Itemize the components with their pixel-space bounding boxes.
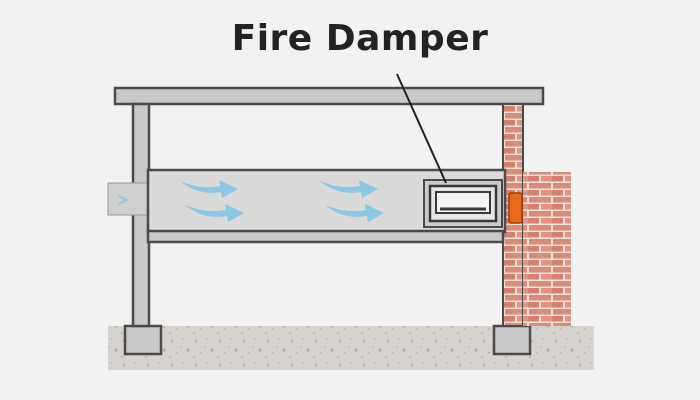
floor-beam	[146, 229, 505, 244]
inlet-duct	[107, 182, 151, 216]
diagram-title: Fire Damper	[231, 18, 489, 59]
damper-leader-line	[396, 73, 447, 184]
inlet-arrow-icon	[118, 195, 129, 205]
airflow-arrow-icon	[180, 180, 244, 222]
roof-slab	[113, 86, 545, 106]
airflow-arrow-icon	[320, 180, 384, 222]
left-footing	[123, 324, 163, 356]
fusible-link-icon	[508, 192, 523, 224]
brick-wall	[523, 172, 571, 326]
right-footing	[492, 324, 532, 356]
